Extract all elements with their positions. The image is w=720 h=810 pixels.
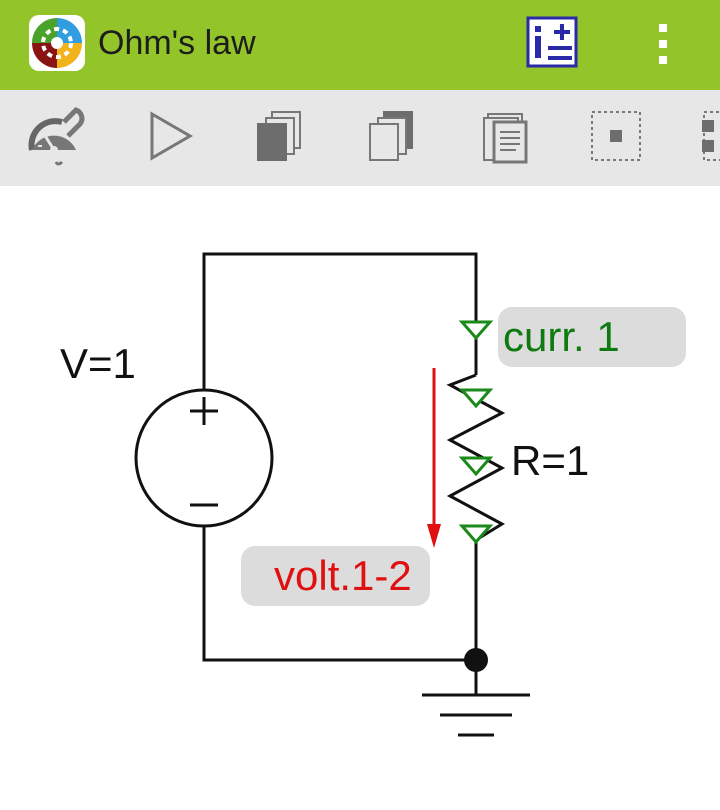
play-icon[interactable] bbox=[138, 104, 202, 168]
app-bar: Ohm's law bbox=[0, 0, 720, 90]
toolbar bbox=[0, 90, 720, 186]
voltage-arrow bbox=[427, 368, 441, 548]
circuit-canvas[interactable] bbox=[0, 186, 720, 810]
select-multi-icon[interactable] bbox=[696, 104, 720, 168]
copy-filled-icon[interactable] bbox=[250, 104, 314, 168]
ground-symbol bbox=[422, 660, 530, 737]
probe-markers bbox=[458, 320, 494, 545]
info-list-icon[interactable] bbox=[526, 16, 578, 68]
circuit-wires bbox=[202, 252, 478, 662]
settings-gauge-icon[interactable] bbox=[22, 104, 86, 168]
source-value-label: V=1 bbox=[60, 340, 136, 387]
voltage-source[interactable] bbox=[134, 388, 274, 528]
app-logo-icon bbox=[29, 15, 85, 71]
resistor[interactable] bbox=[446, 373, 506, 542]
copy-outline-icon[interactable] bbox=[362, 104, 426, 168]
voltage-probe-tag[interactable]: volt.1-2 bbox=[241, 546, 430, 606]
paste-document-icon[interactable] bbox=[474, 104, 538, 168]
app-title: Ohm's law bbox=[98, 24, 256, 62]
more-vert-icon[interactable] bbox=[648, 22, 678, 66]
current-probe-tag[interactable]: curr. 1 bbox=[498, 307, 686, 367]
resistor-value-label: R=1 bbox=[511, 437, 590, 484]
select-point-icon[interactable] bbox=[584, 104, 648, 168]
